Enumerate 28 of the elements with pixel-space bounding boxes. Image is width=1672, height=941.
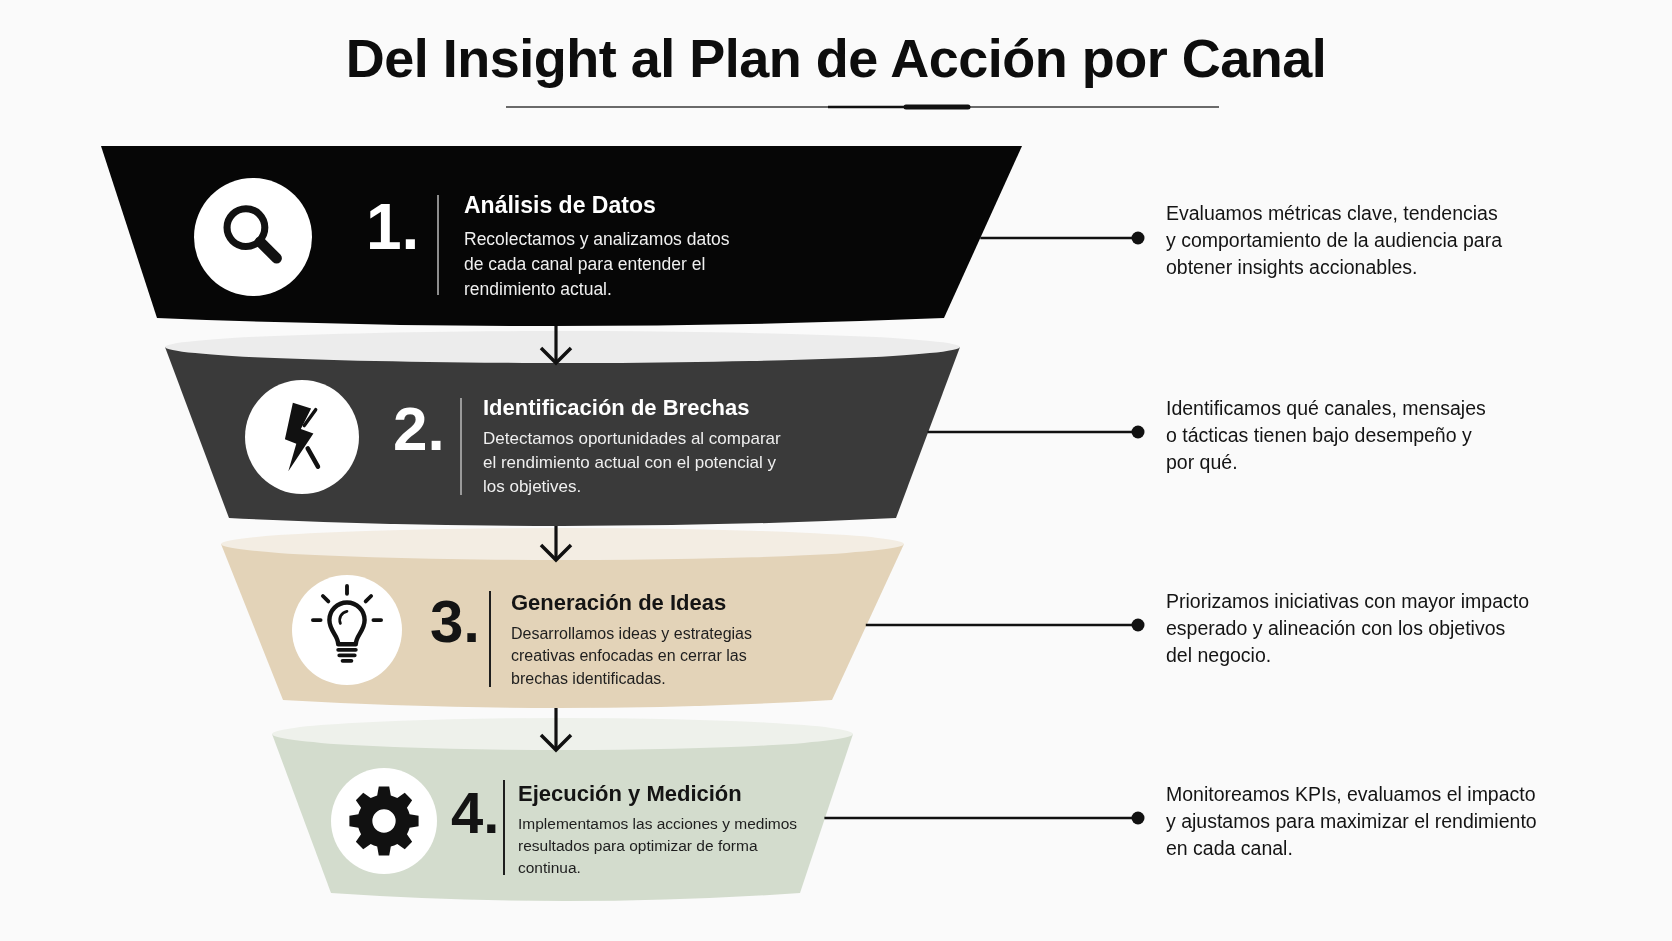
stage-title: Ejecución y Medición [518,780,742,807]
funnel-stage [221,528,904,708]
arrow [539,326,573,365]
stage-title: Generación de Ideas [511,589,727,616]
description-text: Evaluamos métricas clave, tendencias y comportamiento de la audiencia para obtener insights accionables. [1166,199,1508,281]
arrow [539,526,573,562]
title: Del Insight al Plan de Acción por Canal [345,27,1327,90]
funnel-stage [272,718,853,901]
leader-line [980,231,1145,245]
step-number: 3. [430,587,481,656]
stage-title: Análisis de Datos [464,192,656,219]
leader-line [865,618,1145,632]
stage-description: Implementamos las acciones y medimos resultados para optimizar de forma continua. [518,814,799,878]
step-number: 1. [366,190,420,265]
description-text: Identificamos qué canales, mensajes o tácticas tienen bajo desempeño y por qué. [1166,394,1486,476]
description-text: Monitoreamos KPIs, evaluamos el impacto y ajustamos para maximizar el rendimiento en cada canal. [1166,780,1544,862]
arrow [539,708,573,752]
funnel-stage [101,146,1022,326]
step-number: 4. [451,780,500,847]
leader-line [824,811,1145,825]
funnel-stage [165,331,960,526]
stage-description: Recolectamos y analizamos datos de cada canal para entender el rendimiento actual. [464,227,731,301]
step-number: 2. [393,392,445,465]
description-text: Priorizamos iniciativas con mayor impacto esperado y alineación con los objetivos del negocio. [1166,587,1532,669]
stage-title: Identificación de Brechas [483,394,750,421]
stage-description: Desarrollamos ideas y estrategias creativas enfocadas en cerrar las brechas identificadas. [511,623,753,689]
stage-description: Detectamos oportunidades al comparar el rendimiento actual con el potencial y los objetives. [483,428,782,498]
leader-line [927,425,1145,439]
